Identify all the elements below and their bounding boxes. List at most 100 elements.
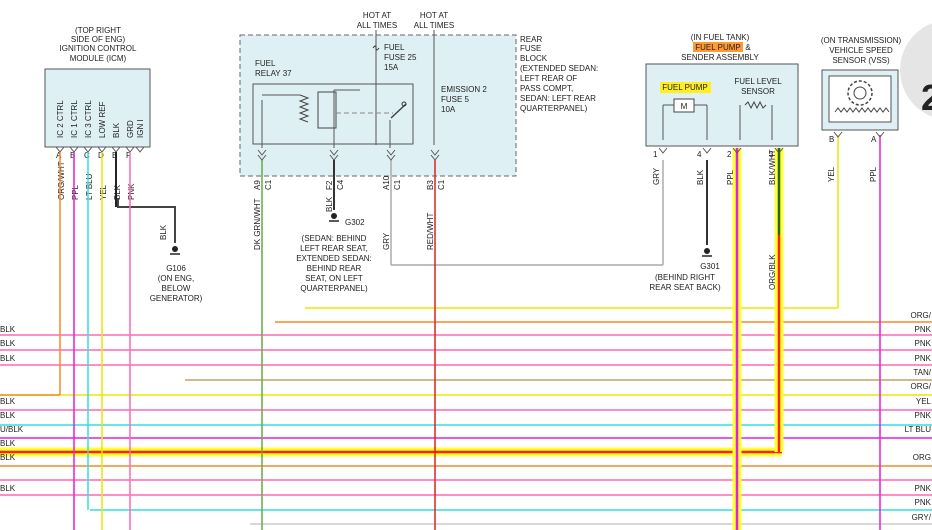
fuse-connector-2-pin: A10 bbox=[382, 175, 391, 190]
left-edge-label-2: BLK bbox=[0, 354, 16, 363]
right-edge-label-9: ORG bbox=[913, 453, 931, 462]
left-edge-label-7: BLK bbox=[0, 453, 16, 462]
fuel-fuse-2: FUSE 25 bbox=[384, 53, 417, 62]
pump-pin-1-num: 4 bbox=[697, 150, 702, 159]
icm-output-wires bbox=[0, 152, 131, 530]
fuse-connector-2-conn: C1 bbox=[393, 179, 402, 190]
right-edge-label-10: PNK bbox=[915, 484, 932, 493]
block-desc-7: SEDAN: LEFT REAR bbox=[520, 94, 596, 103]
right-edge-label-7: PNK bbox=[915, 411, 932, 420]
icm-pin-6-name: IGN I bbox=[136, 119, 145, 138]
fuel-sensor-2: SENSOR bbox=[741, 87, 775, 96]
vss-pin-1-wire: PPL bbox=[869, 166, 878, 182]
left-edge-label-1: BLK bbox=[0, 339, 16, 348]
left-edge-label-4: BLK bbox=[0, 411, 16, 420]
svg-text:M: M bbox=[681, 102, 688, 111]
icm-title-3: IGNITION CONTROL bbox=[60, 44, 137, 53]
fuse-connector-1-conn: C4 bbox=[336, 179, 345, 190]
right-edge-label-1: PNK bbox=[915, 325, 932, 334]
fuel-relay-2: RELAY 37 bbox=[255, 69, 292, 78]
pump-pin-3-terminal bbox=[774, 147, 784, 154]
vss-title-1: (ON TRANSMISSION) bbox=[821, 36, 902, 45]
right-edge-label-6: YEL bbox=[916, 397, 932, 406]
org-blk-label: ORG/BLK bbox=[768, 254, 777, 290]
ignition-control-module: (TOP RIGHT SIDE OF ENG) IGNITION CONTROL… bbox=[44, 26, 203, 303]
icm-pin-4-name: BLK bbox=[112, 122, 121, 138]
icm-pin-1-wire: PPL bbox=[71, 184, 80, 200]
pump-pin-0-wire: GRY bbox=[652, 167, 661, 185]
icm-pin-1-letter: B bbox=[70, 151, 75, 160]
fuel-fuse-1: FUEL bbox=[384, 43, 405, 52]
pump-pin-0-terminal bbox=[658, 147, 668, 154]
icm-pin-3-name: LOW REF bbox=[98, 101, 107, 138]
left-edge-label-3: BLK bbox=[0, 397, 16, 406]
icm-pin-2-name: IC 3 CTRL bbox=[84, 100, 93, 138]
vss-pin-0-terminal bbox=[833, 131, 843, 138]
left-edge-label-0: BLK bbox=[0, 325, 16, 334]
pump-pin-2-wire: PPL bbox=[726, 169, 735, 185]
pump-pin-1-terminal bbox=[702, 147, 712, 154]
hot-at-all-times-2a: HOT AT bbox=[420, 11, 448, 20]
fuel-pump-title-top: (IN FUEL TANK) bbox=[691, 33, 750, 42]
right-edge-label-12: GRY/ bbox=[912, 513, 932, 522]
bus-wires bbox=[0, 307, 932, 525]
fuse-connector-1-wire: BLK bbox=[325, 196, 334, 212]
vss-title-3: SENSOR (VSS) bbox=[832, 56, 890, 65]
svg-text:2: 2 bbox=[921, 77, 932, 118]
right-edge-label-0: ORG/ bbox=[911, 311, 932, 320]
block-desc-2: FUSE bbox=[520, 44, 541, 53]
icm-pin-0-letter: A bbox=[56, 151, 62, 160]
icm-pin-4-letter: E bbox=[112, 151, 117, 160]
fuel-pump-title-amp: & bbox=[745, 43, 751, 52]
fuse-connector-0 bbox=[257, 149, 267, 161]
icm-pin-1-name: IC 1 CTRL bbox=[70, 100, 79, 138]
icm-title-4: MODULE (ICM) bbox=[70, 54, 127, 63]
hot-at-all-times-2b: ALL TIMES bbox=[414, 21, 454, 30]
right-edge-label-4: TAN/ bbox=[913, 368, 931, 377]
vss-pin-1-terminal bbox=[875, 131, 885, 138]
icm-pin-5-letter: F bbox=[126, 151, 131, 160]
fuse-connector-2-wire: GRY bbox=[382, 232, 391, 250]
fuel-sensor-1: FUEL LEVEL bbox=[734, 77, 782, 86]
pump-pin-1-wire: BLK bbox=[696, 169, 705, 185]
g301-desc-1: (BEHIND RIGHT bbox=[655, 273, 715, 282]
fuse-connector-0-pin: A9 bbox=[253, 180, 262, 190]
vss-pin-0-wire: YEL bbox=[827, 166, 836, 182]
icm-pin-3-letter: D bbox=[98, 151, 104, 160]
left-edge-label-5: U/BLK bbox=[0, 425, 24, 434]
pump-pin-3-wire: BLK/WHT bbox=[768, 149, 777, 185]
g301-desc-2: REAR SEAT BACK) bbox=[649, 283, 721, 292]
right-edge-label-2: PNK bbox=[915, 339, 932, 348]
icm-pin-0-wire: ORG/WHT bbox=[57, 161, 66, 200]
block-desc-8: QUARTERPANEL) bbox=[520, 104, 588, 113]
emission-fuse-2: FUSE 5 bbox=[441, 95, 470, 104]
right-edge-label-11: PNK bbox=[915, 498, 932, 507]
vss-pin-1-letter: A bbox=[871, 135, 877, 144]
icm-pin-2-letter: C bbox=[84, 151, 90, 160]
emission-fuse-3: 10A bbox=[441, 105, 456, 114]
hot-at-all-times-1b: ALL TIMES bbox=[357, 21, 397, 30]
icm-pin-5-name: GRD bbox=[126, 120, 135, 138]
fuel-pump-sender-assembly: (IN FUEL TANK) FUEL PUMP & SENDER ASSEMB… bbox=[645, 33, 799, 530]
icm-pin-4-wire: BLK bbox=[113, 184, 122, 200]
block-desc-6: PASS COMPT, bbox=[520, 84, 573, 93]
icm-title-2: SIDE OF ENG) bbox=[71, 35, 126, 44]
fuse-connector-3-wire: RED/WHT bbox=[426, 213, 435, 250]
rear-fuse-block: HOT AT ALL TIMES HOT AT ALL TIMES FUEL F… bbox=[239, 11, 663, 530]
icm-pin-5-wire: PNK bbox=[127, 183, 136, 200]
left-edge-label-6: BLK bbox=[0, 439, 16, 448]
g106-desc-2: BELOW bbox=[162, 284, 191, 293]
vss-pin-0-letter: B bbox=[829, 135, 834, 144]
fuel-pump-label: FUEL PUMP bbox=[662, 83, 708, 92]
g302-desc-3: EXTENDED SEDAN: bbox=[296, 254, 372, 263]
fuel-pump-title-bottom: SENDER ASSEMBLY bbox=[681, 53, 759, 62]
g106-wire-label: BLK bbox=[159, 224, 168, 240]
g302-desc-4: BEHIND REAR bbox=[307, 264, 362, 273]
fuse-connector-0-conn: C1 bbox=[264, 179, 273, 190]
right-edge-label-5: ORG/ bbox=[911, 382, 932, 391]
fuse-connector-3-pin: B3 bbox=[426, 180, 435, 190]
hot-at-all-times-1a: HOT AT bbox=[363, 11, 391, 20]
pump-pin-2-num: 2 bbox=[727, 150, 732, 159]
